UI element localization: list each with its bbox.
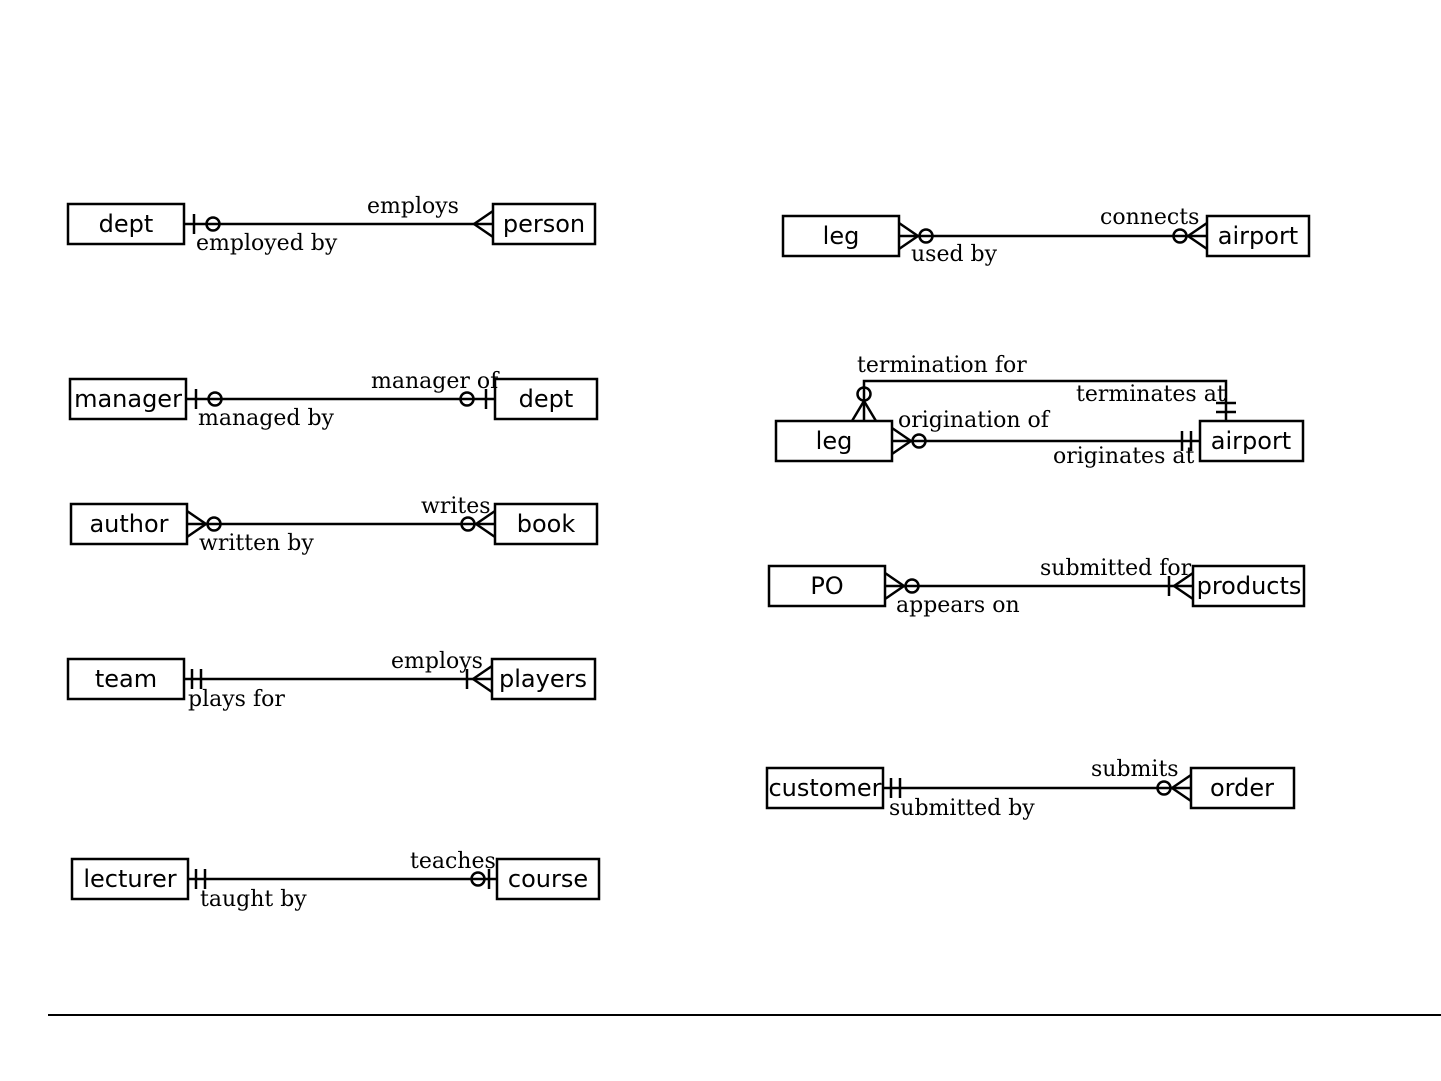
entity-label-airport: airport bbox=[1218, 222, 1298, 250]
one-or-many-marker-right bbox=[1167, 571, 1194, 601]
entity-label-airport: airport bbox=[1211, 427, 1291, 455]
relationship-customer-order: customer order submits submitted by bbox=[765, 757, 1296, 821]
role-label-origination-of: origination of bbox=[898, 408, 1051, 433]
entity-box-course bbox=[495, 857, 601, 901]
role-label-bottom: submitted by bbox=[889, 796, 1035, 821]
zero-or-many-marker-right bbox=[1172, 221, 1208, 251]
relationship-lecturer-course: lecturer course teaches taught by bbox=[70, 849, 601, 912]
relationship-manager-dept: manager dept manager of managed by bbox=[68, 369, 599, 431]
role-label-bottom: appears on bbox=[896, 593, 1020, 618]
zero-or-many-marker-top bbox=[850, 386, 878, 422]
one-and-only-one-marker-right bbox=[1180, 431, 1193, 451]
one-and-only-one-marker-top bbox=[1216, 401, 1236, 414]
entity-label-leg: leg bbox=[823, 222, 860, 250]
relationship-leg-airport-dual: leg airport termination for terminates a… bbox=[774, 353, 1305, 469]
entity-box-order bbox=[1189, 766, 1296, 810]
one-and-only-one-marker-left bbox=[889, 778, 902, 798]
role-label-top: submitted for bbox=[1040, 556, 1192, 581]
relationship-author-book: author book writes written by bbox=[69, 494, 599, 556]
entity-box-airport bbox=[1198, 419, 1305, 463]
entity-label-order: order bbox=[1210, 774, 1274, 802]
role-label-bottom: used by bbox=[911, 242, 998, 267]
entity-box-leg bbox=[774, 419, 894, 463]
one-or-many-marker-right bbox=[465, 664, 493, 694]
entity-box-author bbox=[69, 502, 189, 546]
entity-label-leg: leg bbox=[816, 427, 853, 455]
role-label-bottom: written by bbox=[199, 531, 314, 556]
entity-label-players: players bbox=[499, 665, 587, 693]
zero-or-many-marker-left bbox=[186, 509, 222, 539]
one-and-only-one-marker-left bbox=[194, 869, 207, 889]
entity-box-dept bbox=[493, 377, 599, 421]
entity-box-person bbox=[491, 202, 597, 246]
relationship-leg-airport: leg airport connects used by bbox=[781, 205, 1311, 267]
one-and-only-one-marker-left bbox=[190, 669, 203, 689]
zero-or-many-marker-left bbox=[884, 571, 920, 601]
entity-label-book: book bbox=[517, 510, 576, 538]
one-or-zero-marker-left bbox=[194, 389, 223, 409]
zero-or-many-marker-left bbox=[891, 426, 927, 456]
zero-or-many-marker-left bbox=[898, 221, 934, 251]
entity-label-manager: manager bbox=[74, 385, 182, 413]
role-label-top: writes bbox=[421, 494, 491, 519]
relationship-po-products: PO products submitted for appears on bbox=[767, 556, 1306, 618]
role-label-bottom: employed by bbox=[196, 231, 338, 256]
entity-box-manager bbox=[68, 377, 188, 421]
entity-label-lecturer: lecturer bbox=[83, 865, 176, 893]
role-label-bottom: plays for bbox=[188, 687, 285, 712]
termination-relationship bbox=[850, 379, 1236, 422]
entity-label-author: author bbox=[89, 510, 168, 538]
origination-relationship bbox=[891, 426, 1200, 456]
entity-box-leg bbox=[781, 214, 901, 258]
zero-or-many-marker-right bbox=[460, 509, 496, 539]
relationship-dept-person: dept person employs employed by bbox=[66, 194, 597, 256]
entity-box-book bbox=[493, 502, 599, 546]
role-label-top: employs bbox=[391, 649, 483, 674]
entity-label-dept: dept bbox=[99, 210, 154, 238]
role-label-top: teaches bbox=[410, 849, 496, 874]
role-label-originates-at: originates at bbox=[1053, 444, 1194, 469]
entity-box-products bbox=[1191, 564, 1306, 608]
entity-box-team bbox=[66, 657, 186, 701]
entity-box-airport bbox=[1205, 214, 1311, 258]
role-label-bottom: managed by bbox=[198, 406, 335, 431]
entity-box-po bbox=[767, 564, 887, 608]
one-or-zero-marker-right bbox=[470, 869, 491, 889]
entity-box-dept bbox=[66, 202, 186, 246]
entity-label-team: team bbox=[95, 665, 157, 693]
many-marker-right bbox=[473, 209, 494, 239]
entity-label-po: PO bbox=[810, 572, 843, 600]
entity-label-course: course bbox=[508, 865, 588, 893]
role-label-top: connects bbox=[1100, 205, 1199, 230]
entity-label-customer: customer bbox=[768, 774, 881, 802]
entity-box-customer bbox=[765, 766, 885, 810]
entity-box-players bbox=[490, 657, 597, 701]
entity-label-dept: dept bbox=[519, 385, 574, 413]
entity-label-person: person bbox=[503, 210, 585, 238]
role-label-top: employs bbox=[367, 194, 459, 219]
relationship-team-players: team players employs plays for bbox=[66, 649, 597, 712]
entity-box-lecturer bbox=[70, 857, 190, 901]
role-label-termination-for: termination for bbox=[857, 353, 1027, 378]
one-or-zero-marker-right bbox=[459, 389, 488, 409]
zero-or-many-marker-right bbox=[1156, 773, 1192, 803]
entity-label-products: products bbox=[1197, 572, 1302, 600]
role-label-top: submits bbox=[1091, 757, 1179, 782]
one-or-zero-marker-left bbox=[192, 214, 221, 234]
role-label-terminates-at: terminates at bbox=[1076, 382, 1226, 407]
role-label-top: manager of bbox=[371, 369, 500, 394]
role-label-bottom: taught by bbox=[200, 887, 307, 912]
